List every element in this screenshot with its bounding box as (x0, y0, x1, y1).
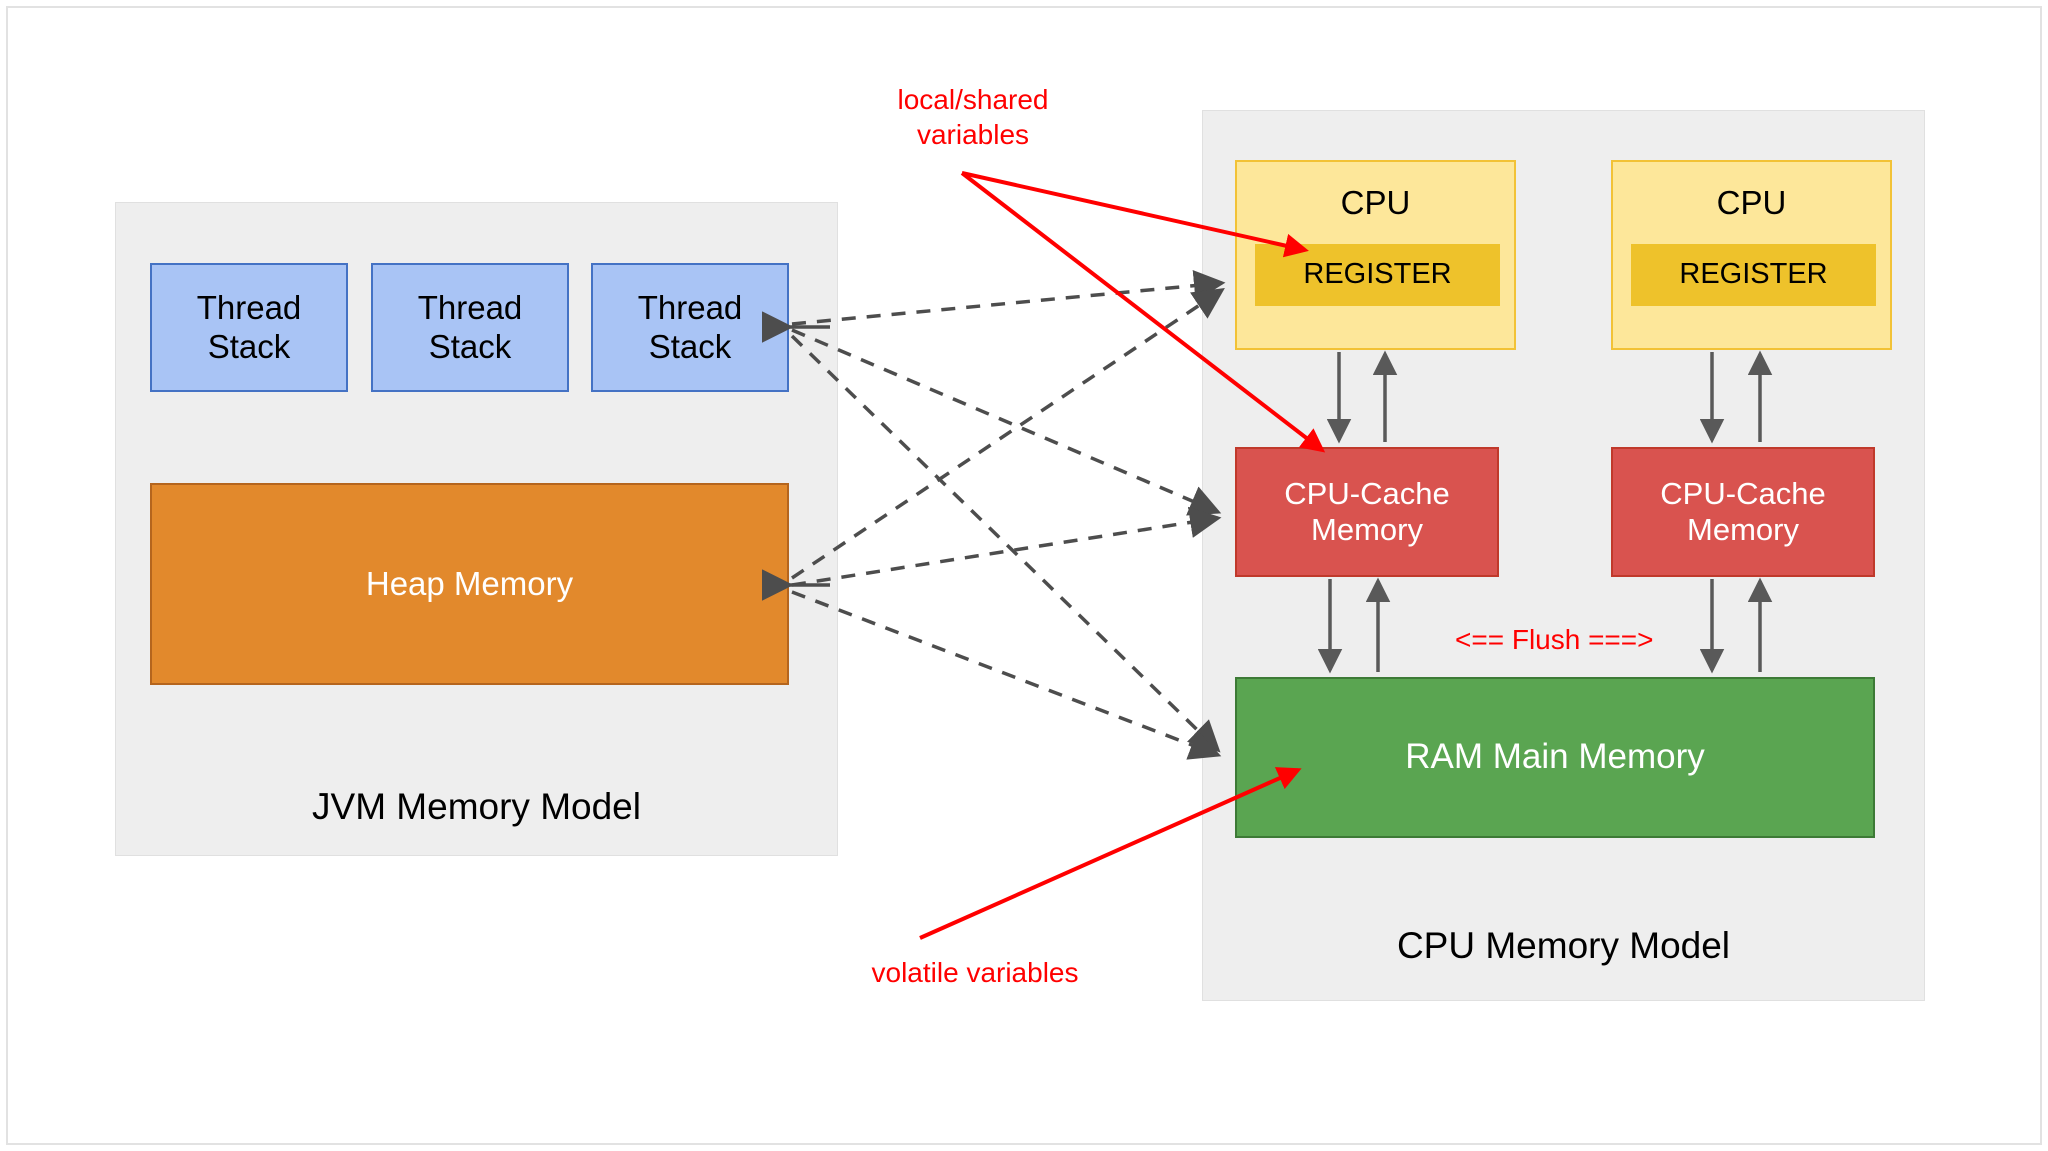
cpu-box-1[interactable]: CPU REGISTER (1235, 160, 1516, 350)
outer-frame (6, 6, 2042, 1145)
thread-stack-box-3[interactable]: Thread Stack (591, 263, 789, 392)
volatile-variables-annotation: volatile variables (871, 957, 1079, 988)
cpu-box-2[interactable]: CPU REGISTER (1611, 160, 1892, 350)
local-shared-variables-annotation: local/shared variables (897, 84, 1049, 150)
ram-main-memory-box[interactable]: RAM Main Memory (1235, 677, 1875, 838)
thread-stack-label-2: Thread Stack (417, 288, 523, 365)
cpu-cache-box-2[interactable]: CPU-Cache Memory (1611, 447, 1875, 577)
thread-stack-box-2[interactable]: Thread Stack (371, 263, 569, 392)
register-label-2: REGISTER (1679, 258, 1828, 291)
thread-stack-box-1[interactable]: Thread Stack (150, 263, 348, 392)
flush-label: <== Flush ===> (1455, 624, 1654, 655)
heap-memory-label: Heap Memory (365, 564, 574, 602)
cpu-cache-box-1[interactable]: CPU-Cache Memory (1235, 447, 1499, 577)
ram-main-memory-label: RAM Main Memory (1405, 737, 1705, 777)
cpu-title-1: CPU (1340, 184, 1411, 221)
cpu-panel-label: CPU Memory Model (1396, 925, 1731, 966)
heap-memory-box[interactable]: Heap Memory (150, 483, 789, 685)
thread-stack-label-1: Thread Stack (196, 288, 302, 365)
cpu-cache-label-1: CPU-Cache Memory (1284, 475, 1450, 547)
register-box-2[interactable]: REGISTER (1631, 244, 1876, 306)
register-label-1: REGISTER (1303, 258, 1452, 291)
thread-stack-label-3: Thread Stack (637, 288, 743, 365)
cpu-cache-label-2: CPU-Cache Memory (1660, 475, 1826, 547)
jvm-panel-label: JVM Memory Model (312, 786, 641, 827)
register-box-1[interactable]: REGISTER (1255, 244, 1500, 306)
cpu-title-2: CPU (1716, 184, 1787, 221)
